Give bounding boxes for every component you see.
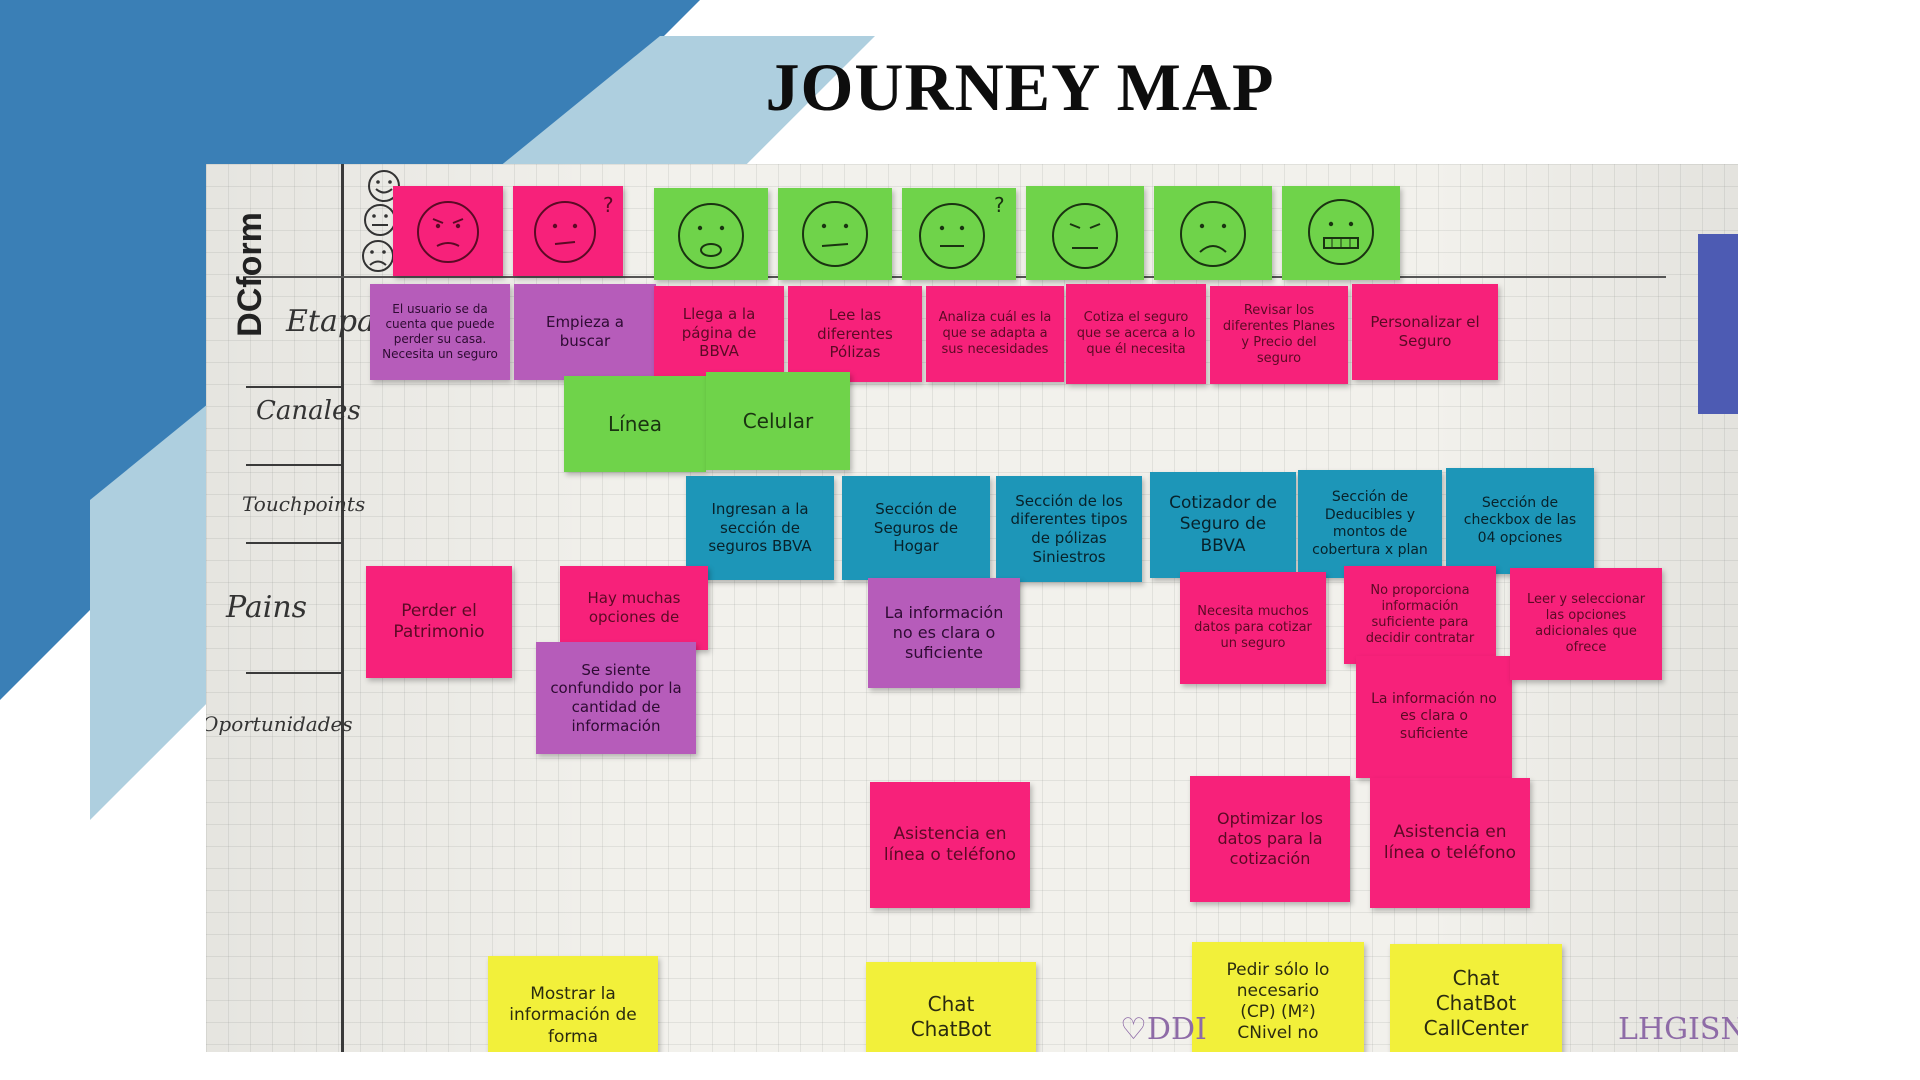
opportunity-note: Asistencia en línea o teléfono — [870, 782, 1030, 908]
canal-note: Celular — [706, 372, 850, 470]
etapa-note: Empieza a buscar — [514, 284, 656, 380]
whiteboard-photo: DCform Etapas Canales Touchpoints Pains … — [206, 164, 1738, 1052]
confused-face-icon: ? — [534, 193, 614, 263]
pain-note: Perder el Patrimonio — [366, 566, 512, 678]
emotion-note-7 — [1154, 186, 1272, 280]
touchpoint-note: Cotizador de Seguro de BBVA — [1150, 472, 1296, 578]
pain-note: No proporciona información suficiente pa… — [1344, 566, 1496, 664]
idea-note: Pedir sólo lo necesario (CP) (M²) CNivel… — [1192, 942, 1364, 1052]
pain-note: La información no es clara o suficiente — [868, 578, 1020, 688]
etapa-note: Lee las diferentes Pólizas — [788, 286, 922, 382]
etapa-note: Analiza cuál es la que se adapta a sus n… — [926, 286, 1064, 382]
idea-note: Chat ChatBot CallCenter — [1390, 944, 1562, 1052]
touchpoint-note: Sección de Deducibles y montos de cobert… — [1298, 470, 1442, 578]
emotion-note-8 — [1282, 186, 1400, 280]
emotion-note-5: ? — [902, 188, 1016, 280]
row-label-touchpoints: Touchpoints — [242, 492, 366, 516]
etapa-note: El usuario se da cuenta que puede perder… — [370, 284, 510, 380]
handwritten-scrawl: ♡DDI — [1120, 1012, 1207, 1047]
surprised-face-icon — [678, 203, 744, 269]
emotion-note-1 — [393, 186, 503, 276]
etapa-note: Cotiza el seguro que se acerca a lo que … — [1066, 284, 1206, 384]
emotion-note-2: ? — [513, 186, 623, 276]
etapa-note: Llega a la página de BBVA — [654, 286, 784, 380]
row-label-pains: Pains — [226, 590, 308, 625]
pain-note: La información no es clara o suficiente — [1356, 656, 1512, 778]
pain-note: Leer y seleccionar las opciones adiciona… — [1510, 568, 1662, 680]
brand-logo: DCform — [230, 211, 269, 337]
touchpoint-note: Ingresan a la sección de seguros BBVA — [686, 476, 834, 580]
svg-text:?: ? — [603, 193, 614, 217]
angry-face-icon — [417, 201, 479, 263]
idea-note: Chat ChatBot — [866, 962, 1036, 1052]
vertical-divider — [341, 164, 344, 1052]
pain-note: Necesita muchos datos para cotizar un se… — [1180, 572, 1326, 684]
emotion-note-6 — [1026, 186, 1144, 280]
idea-note: Mostrar la información de forma — [488, 956, 658, 1052]
etapa-note: Personalizar el Seguro — [1352, 284, 1498, 380]
etapa-note: Revisar los diferentes Planes y Precio d… — [1210, 286, 1348, 384]
emotion-note-3 — [654, 188, 768, 280]
handwritten-scrawl: LHGISN — [1618, 1012, 1738, 1047]
touchpoint-note: Sección de checkbox de las 04 opciones — [1446, 468, 1594, 574]
annoyed-face-icon — [1052, 203, 1118, 269]
opportunity-note: Optimizar los datos para la cotización — [1190, 776, 1350, 902]
thinking-face-icon: ? — [919, 193, 1005, 269]
neutral-face-icon — [802, 201, 868, 267]
touchpoint-note: Sección de los diferentes tipos de póliz… — [996, 476, 1142, 582]
canal-note: Línea — [564, 376, 706, 472]
frown-face-icon — [1180, 201, 1246, 267]
opportunity-note: Asistencia en línea o teléfono — [1370, 778, 1530, 908]
blue-paper-strip — [1698, 234, 1738, 414]
touchpoint-note: Sección de Seguros de Hogar — [842, 476, 990, 580]
row-label-oportunidades: Oportunidades — [206, 712, 353, 736]
grimace-face-icon — [1308, 199, 1374, 265]
pain-note: Se siente confundido por la cantidad de … — [536, 642, 696, 754]
page-title: JOURNEY MAP — [765, 49, 1275, 125]
pain-note: Hay muchas opciones de — [560, 566, 708, 650]
emotion-note-4 — [778, 188, 892, 280]
row-label-canales: Canales — [256, 396, 361, 426]
svg-text:?: ? — [994, 193, 1005, 217]
